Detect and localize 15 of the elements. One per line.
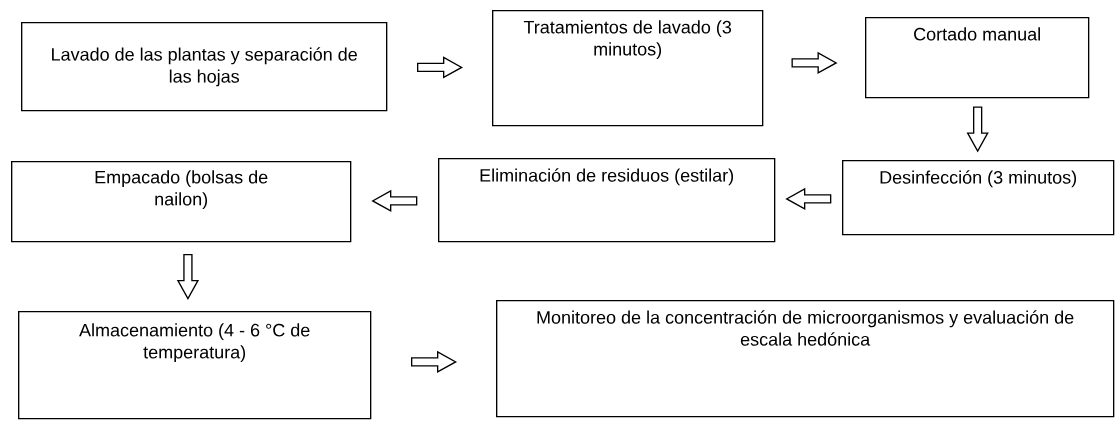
process-box: Eliminación de residuos (estilar): [438, 158, 776, 243]
block-arrow: [371, 189, 418, 213]
block-arrow: [785, 187, 832, 211]
process-box: Lavado de las plantas y separación de las hojas: [21, 22, 388, 112]
process-box: Monitoreo de la concentración de microorganismos y evaluación de escala hedónica: [496, 300, 1115, 418]
process-box: Almacenamiento (4 - 6 °C de temperatura): [18, 311, 372, 420]
block-arrow: [176, 254, 200, 301]
block-arrow: [411, 350, 458, 374]
block-arrow: [417, 56, 464, 79]
process-box: Desinfección (3 minutos): [842, 160, 1115, 236]
block-arrow: [791, 51, 838, 75]
process-box: Empacado (bolsas de nailon): [11, 161, 352, 243]
block-arrow: [966, 106, 989, 153]
process-box: Cortado manual: [865, 17, 1090, 99]
process-box: Tratamientos de lavado (3 minutos): [492, 10, 764, 127]
